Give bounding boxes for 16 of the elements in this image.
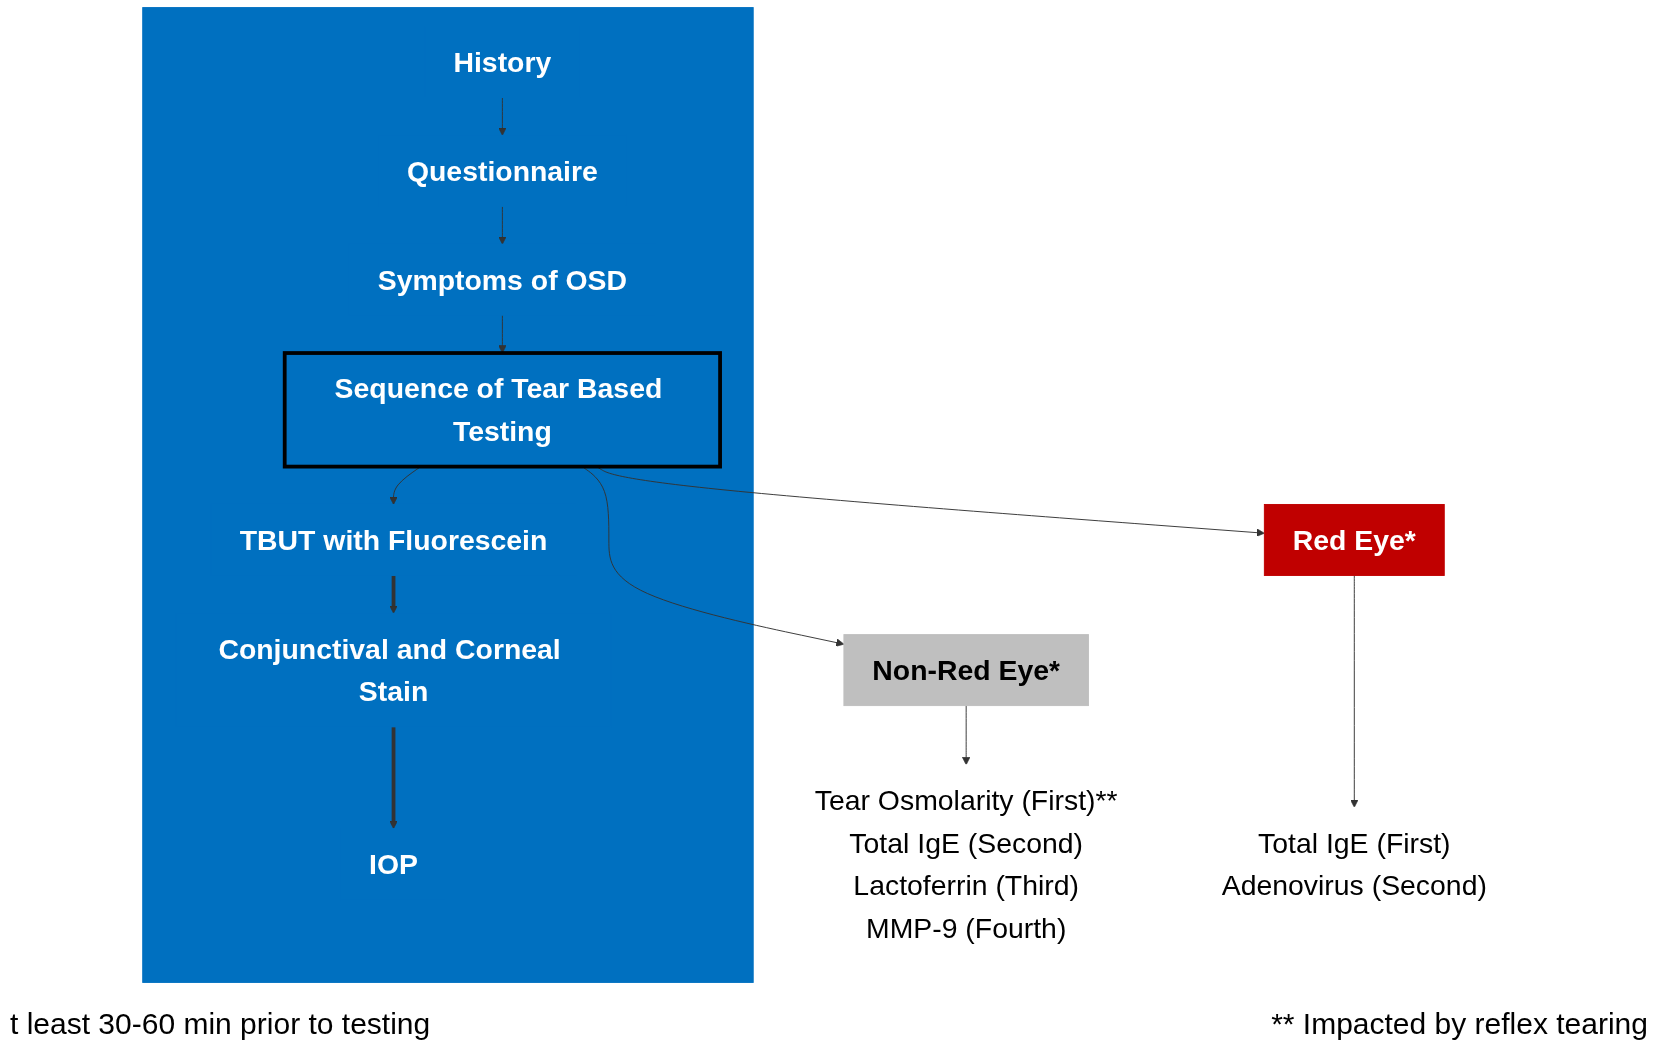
node-text: History <box>453 46 552 78</box>
node-text: Conjunctival and Corneal Stain <box>218 633 561 708</box>
arrow <box>389 726 398 829</box>
node-box: Red Eye* <box>1263 504 1445 576</box>
node-text: IOP <box>369 848 418 880</box>
node-box: Non-Red Eye* <box>843 634 1089 707</box>
node-text: Symptoms of OSD <box>377 264 628 296</box>
node-text: Questionnaire <box>406 155 598 187</box>
node-text: Tear Osmolarity (First)** Total IgE (Second) Lactoferrin (Third) MMP-9 (Fourth) <box>814 784 1118 944</box>
cluster <box>142 7 754 983</box>
node-text: TBUT with Fluorescein <box>239 524 548 556</box>
node-text: Total IgE (First) Adenovirus (Second) <box>1221 827 1487 902</box>
arrow <box>389 575 398 614</box>
node-box: Sequence of Tear Based Testing <box>282 351 722 469</box>
note-text: t least 30-60 min prior to testing <box>10 1007 431 1041</box>
note-text: ** Impacted by reflex tearing <box>1271 1007 1648 1041</box>
